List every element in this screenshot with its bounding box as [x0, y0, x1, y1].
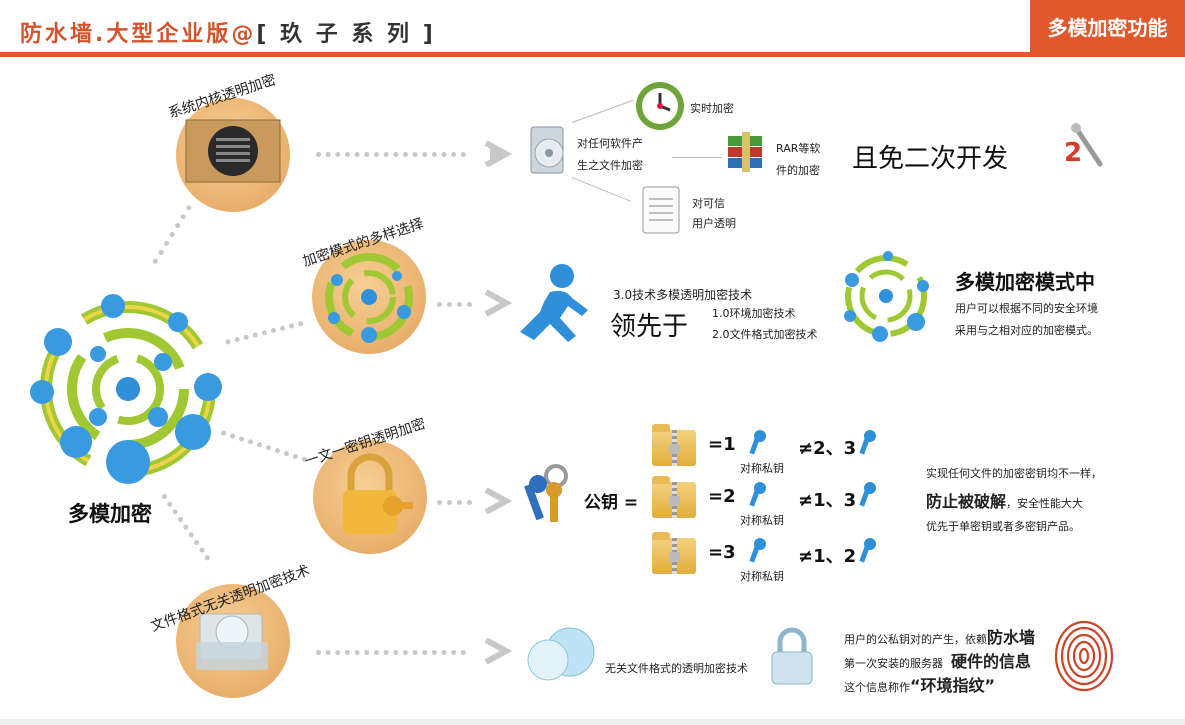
connector-center-modes [225, 320, 304, 345]
multi-mode-swirl-icon [30, 294, 222, 484]
key-icon [859, 430, 876, 455]
connector-format [316, 650, 466, 655]
kernel-circle [176, 98, 290, 212]
public-key-text: 公钥 = [584, 493, 639, 513]
format-line1: 用户的公私钥对的产生，依赖防水墙 [844, 624, 1035, 648]
multi-mode-small-icon [844, 251, 929, 342]
format-circle [176, 584, 290, 698]
notepad-icon [642, 186, 680, 234]
format-line1-bold: 防水墙 [987, 628, 1036, 647]
connector-center-onekey [220, 430, 308, 463]
key-row-3-label: 对称私钥 [740, 570, 784, 583]
keys-icon [524, 464, 568, 522]
tech1-text: 1.0环境加密技术 [712, 307, 796, 320]
chat-bubbles-icon [527, 627, 595, 681]
format-line2: 第一次安装的服务器硬件的信息 [844, 648, 1031, 672]
connector-onekey [437, 500, 472, 505]
disc-software-icon [530, 126, 564, 174]
format-line1-text: 用户的公私钥对的产生，依赖 [844, 633, 987, 646]
line-to-clock [572, 99, 634, 123]
padlock-key-icon [343, 453, 413, 534]
arrow-format-icon [484, 638, 512, 664]
key-icon [749, 538, 766, 563]
clock-icon [636, 82, 684, 130]
tech3-text: 3.0技术多模透明加密技术 [613, 288, 753, 302]
format-line3-text: 这个信息称作 [844, 681, 910, 694]
connector-center-kernel [152, 204, 193, 265]
glass-lock-icon [771, 627, 813, 685]
product-title: 防水墙.大型企业版@ [20, 22, 257, 47]
glass-folder-icon [196, 613, 268, 670]
connector-modes [437, 302, 472, 307]
format-line3-bold: “环境指纹” [910, 676, 996, 695]
connector-kernel [316, 152, 466, 157]
rar-books-icon [728, 132, 762, 172]
center-label: 多模加密 [68, 502, 152, 526]
badge-number: 2 [1064, 138, 1083, 168]
encrypted-folder-icon [652, 532, 696, 574]
key-desc-line1: 实现任何文件的加密密钥均不一样， [926, 467, 1102, 480]
fingerprint-icon [1054, 620, 1114, 692]
modes-circle [312, 240, 426, 354]
format-line3: 这个信息称作“环境指纹” [844, 672, 995, 696]
key-row-2-eq: =2 [708, 486, 736, 507]
server-rack-icon [185, 119, 281, 183]
line-to-notepad [571, 177, 632, 202]
key-desc-line3: 优先于单密钥或者多密钥产品。 [926, 520, 1080, 533]
key-row-3-eq: =3 [708, 542, 736, 563]
key-row-3-neq: ≠1、2 [798, 546, 857, 567]
header-tab[interactable]: 多模加密功能 [1030, 0, 1185, 52]
format-line2-text: 第一次安装的服务器 [844, 657, 943, 670]
multi-mode-title: 多模加密模式中 [955, 270, 1095, 294]
connector-center-format [160, 493, 211, 562]
rar-text: RAR等软 件的加密 [776, 142, 821, 177]
series-title: [ 玖 子 系 列 ] [256, 22, 436, 47]
header-title: 防水墙.大型企业版@[ 玖 子 系 列 ] [20, 16, 436, 48]
modes-swirl-icon [325, 253, 413, 343]
lead-text: 领先于 [610, 312, 689, 342]
footer-divider [0, 719, 1185, 725]
encrypted-folder-icon [652, 424, 696, 466]
no-secondary-dev-text: 且免二次开发 [852, 144, 1009, 174]
key-row-2-label: 对称私钥 [740, 514, 784, 527]
key-desc-bold: 防止被破解 [926, 492, 1007, 511]
realtime-text: 实时加密 [690, 102, 734, 115]
arrow-modes-icon [484, 290, 512, 316]
key-icon [859, 538, 876, 563]
software-text: 对任何软件产 生之文件加密 [577, 137, 643, 172]
wrench-icon [1071, 123, 1103, 167]
line-to-rar [672, 157, 722, 158]
key-row-1-label: 对称私钥 [740, 462, 784, 475]
encrypted-folder-icon [652, 476, 696, 518]
trusted-text: 对可信 用户透明 [692, 197, 736, 230]
key-row-1-neq: ≠2、3 [798, 438, 857, 459]
format-tech-text: 无关文件格式的透明加密技术 [605, 662, 748, 675]
key-icon [749, 430, 766, 455]
key-row-2-neq: ≠1、3 [798, 490, 857, 511]
multi-mode-desc: 用户可以根据不同的安全环境 采用与之相对应的加密模式。 [955, 302, 1098, 337]
onekey-circle [313, 440, 427, 554]
key-icon [749, 482, 766, 507]
key-row-1-eq: =1 [708, 434, 736, 455]
key-icon [859, 482, 876, 507]
key-desc-rest: ，安全性能大大 [1006, 497, 1084, 510]
arrow-kernel-icon [484, 141, 512, 167]
arrow-onekey-icon [484, 488, 512, 514]
tech2-text: 2.0文件格式加密技术 [712, 328, 818, 341]
header-divider [0, 52, 1185, 57]
key-desc-line2: 防止被破解，安全性能大大 [926, 488, 1083, 512]
format-line2-bold: 硬件的信息 [951, 652, 1032, 671]
running-man-icon [520, 264, 588, 342]
